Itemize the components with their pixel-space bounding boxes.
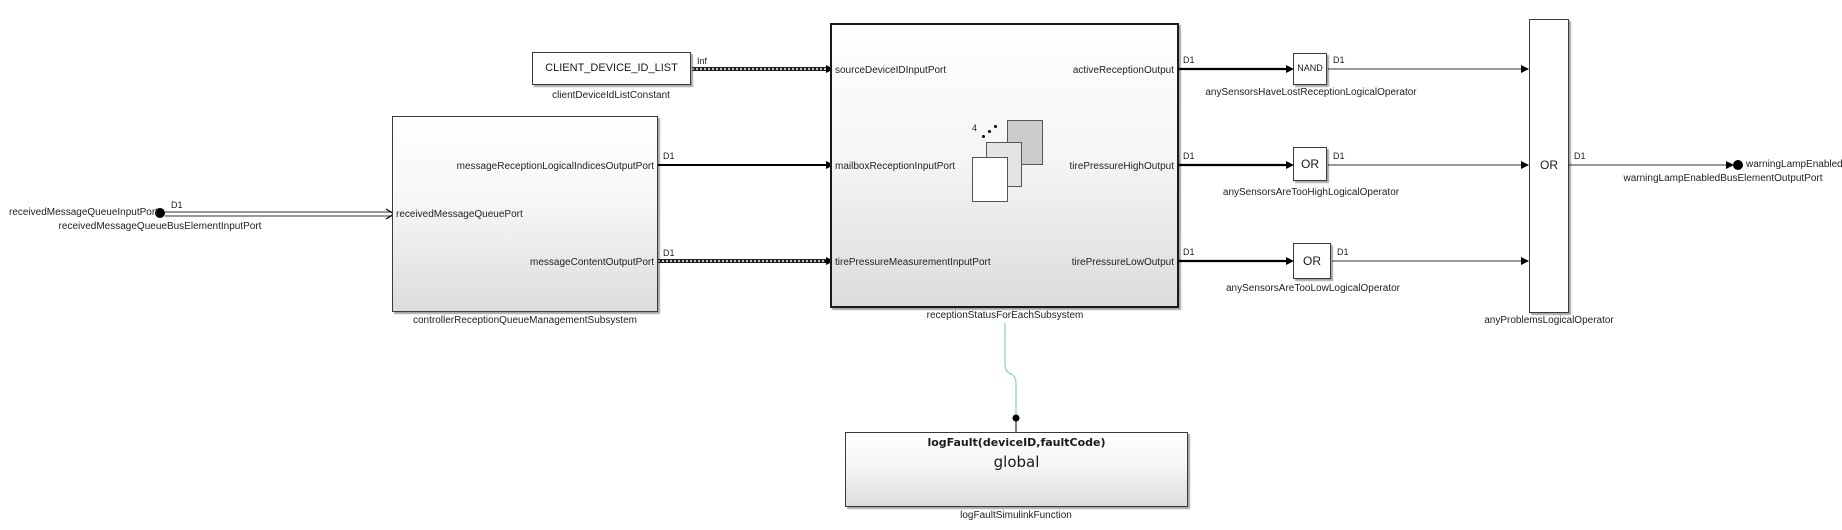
outport-icon[interactable]	[1733, 160, 1743, 170]
wire-or-low-out[interactable]	[1332, 257, 1529, 265]
function-block-name: logFaultSimulinkFunction	[960, 510, 1072, 521]
foreach-iteration-count: 4	[972, 123, 978, 133]
simulink-function-block[interactable]: logFault(deviceID,faultCode) global	[845, 432, 1188, 507]
inport-signal-label: D1	[171, 200, 183, 210]
foreach-signal-label-3: D1	[1183, 247, 1195, 257]
or-low-operator: OR	[1303, 254, 1321, 268]
wire-tire-pressure-high[interactable]	[1178, 161, 1294, 169]
controller-output-port-1: messageReceptionLogicalIndicesOutputPort	[456, 161, 654, 172]
wire-received-message-queue[interactable]	[165, 208, 396, 220]
constant-value: CLIENT_DEVICE_ID_LIST	[545, 62, 678, 74]
or-low-block[interactable]: OR	[1293, 243, 1331, 279]
controller-subsystem-block[interactable]: receivedMessageQueuePort messageReceptio…	[392, 116, 658, 312]
inport-port-name: receivedMessageQueueInputPort	[9, 207, 158, 218]
nand-block-name: anySensorsHaveLostReceptionLogicalOperat…	[1205, 87, 1417, 98]
controller-signal-label-1: D1	[663, 151, 675, 161]
inport-block-name: receivedMessageQueueBusElementInputPort	[58, 221, 262, 232]
any-problems-block-name: anyProblemsLogicalOperator	[1484, 315, 1614, 326]
constant-block[interactable]: CLIENT_DEVICE_ID_LIST	[532, 52, 691, 85]
foreach-output-port-3: tirePressureLowOutput	[1071, 257, 1174, 268]
outport-block-name: warningLampEnabledBusElementOutputPort	[1623, 173, 1823, 184]
foreach-subsystem-block[interactable]: sourceDeviceIDInputPort mailboxReception…	[830, 23, 1179, 308]
foreach-output-port-2: tirePressureHighOutput	[1069, 161, 1175, 172]
foreach-output-port-1: activeReceptionOutput	[1072, 65, 1174, 76]
foreach-signal-label-1: D1	[1183, 55, 1195, 65]
outport-port-name: warningLampEnabled	[1746, 159, 1842, 170]
controller-block-name: controllerReceptionQueueManagementSubsys…	[412, 315, 638, 326]
foreach-block-name: receptionStatusForEachSubsystem	[926, 310, 1084, 321]
inport-icon[interactable]	[155, 208, 165, 218]
nand-block[interactable]: NAND	[1293, 53, 1327, 85]
foreach-input-port-3: tirePressureMeasurementInputPort	[835, 257, 991, 268]
or-high-signal-label: D1	[1333, 151, 1345, 161]
wire-warning-lamp[interactable]	[1569, 161, 1734, 169]
nand-signal-label: D1	[1333, 55, 1345, 65]
wire-or-high-out[interactable]	[1328, 161, 1529, 169]
foreach-input-port-2: mailboxReceptionInputPort	[835, 161, 956, 172]
wire-tire-pressure-low[interactable]	[1178, 257, 1294, 265]
wire-client-device-id-list[interactable]	[692, 65, 834, 73]
function-scope: global	[993, 453, 1040, 471]
foreach-input-port-1: sourceDeviceIDInputPort	[835, 65, 947, 76]
nand-operator: NAND	[1297, 63, 1323, 73]
constant-block-name: clientDeviceIdListConstant	[552, 90, 670, 101]
or-low-block-name: anySensorsAreTooLowLogicalOperator	[1226, 283, 1400, 294]
or-high-block-name: anySensorsAreTooHighLogicalOperator	[1222, 187, 1400, 198]
or-low-signal-label: D1	[1337, 247, 1349, 257]
any-problems-block[interactable]: OR	[1529, 19, 1569, 313]
function-call-link	[1004, 323, 1020, 432]
foreach-signal-label-2: D1	[1183, 151, 1195, 161]
constant-signal-label: Inf	[697, 56, 708, 66]
any-problems-operator: OR	[1540, 158, 1558, 172]
or-high-block[interactable]: OR	[1293, 147, 1327, 181]
foreach-icon: 4	[972, 120, 1052, 210]
controller-signal-label-2: D1	[663, 248, 675, 258]
wire-nand-out[interactable]	[1328, 65, 1529, 73]
wire-message-reception-indices[interactable]	[658, 161, 834, 169]
function-prototype: logFault(deviceID,faultCode)	[927, 436, 1106, 449]
wire-active-reception[interactable]	[1178, 65, 1294, 73]
any-problems-signal-label: D1	[1574, 151, 1586, 161]
or-high-operator: OR	[1301, 157, 1319, 171]
controller-output-port-2: messageContentOutputPort	[530, 257, 654, 268]
wire-message-content[interactable]	[658, 257, 834, 265]
controller-input-port: receivedMessageQueuePort	[396, 209, 523, 220]
